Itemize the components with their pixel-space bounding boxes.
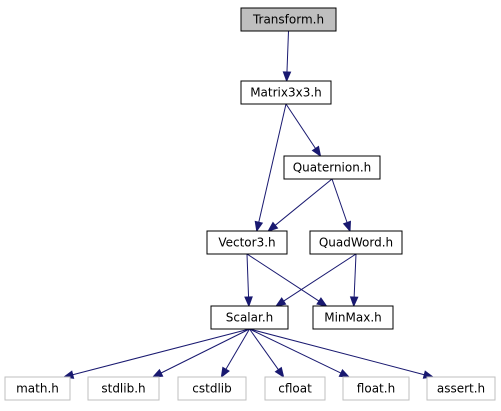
edge-quadword-to-minmax bbox=[349, 253, 359, 308]
node-stdlib-label: stdlib.h bbox=[101, 382, 145, 396]
edge-scalar-to-cstdlib bbox=[220, 328, 250, 379]
edge-scalar-to-math bbox=[62, 328, 250, 379]
node-assert-label: assert.h bbox=[437, 382, 485, 396]
node-minmax-label: MinMax.h bbox=[324, 311, 382, 325]
node-float-label: float.h bbox=[357, 382, 395, 396]
arrowhead bbox=[244, 296, 253, 308]
node-quadword[interactable]: QuadWord.h bbox=[309, 230, 403, 255]
node-scalar-label: Scalar.h bbox=[226, 311, 274, 325]
node-matrix3x3[interactable]: Matrix3x3.h bbox=[240, 80, 332, 105]
node-cfloat-label: cfloat bbox=[278, 382, 312, 396]
node-float[interactable]: float.h bbox=[342, 376, 410, 401]
arrowhead bbox=[282, 71, 292, 83]
node-cstdlib[interactable]: cstdlib bbox=[177, 376, 247, 401]
arrowhead bbox=[274, 366, 285, 379]
edge-matrix3x3-to-vector3 bbox=[254, 103, 287, 233]
arrowhead bbox=[220, 366, 230, 379]
edge-vector3-to-minmax bbox=[246, 253, 328, 307]
arrowhead bbox=[254, 220, 264, 233]
edge-transform-to-matrix3x3 bbox=[282, 30, 292, 83]
arrowhead bbox=[349, 296, 359, 308]
arrowhead bbox=[274, 297, 287, 307]
node-assert[interactable]: assert.h bbox=[426, 376, 496, 401]
edge-vector3-to-scalar bbox=[244, 253, 253, 308]
node-stdlib[interactable]: stdlib.h bbox=[87, 376, 160, 401]
edge-matrix3x3-to-quaternion bbox=[285, 103, 322, 158]
arrowhead bbox=[338, 368, 351, 378]
arrowhead bbox=[151, 368, 164, 378]
node-quadword-label: QuadWord.h bbox=[319, 236, 393, 250]
edge-scalar-to-float bbox=[249, 328, 351, 378]
arrowhead bbox=[316, 297, 328, 307]
edge-quaternion-to-vector3 bbox=[267, 178, 333, 232]
node-minmax[interactable]: MinMax.h bbox=[312, 305, 394, 330]
node-math[interactable]: math.h bbox=[4, 376, 71, 401]
node-matrix3x3-label: Matrix3x3.h bbox=[250, 86, 322, 100]
node-scalar[interactable]: Scalar.h bbox=[210, 305, 289, 330]
node-cstdlib-label: cstdlib bbox=[192, 382, 231, 396]
edge-quadword-to-scalar bbox=[274, 253, 357, 307]
node-transform[interactable]: Transform.h bbox=[240, 7, 337, 32]
node-quaternion-label: Quaternion.h bbox=[293, 161, 372, 175]
node-math-label: math.h bbox=[16, 382, 59, 396]
arrowhead bbox=[342, 220, 351, 233]
node-cfloat[interactable]: cfloat bbox=[264, 376, 326, 401]
arrowhead bbox=[267, 221, 279, 232]
edge-scalar-to-cfloat bbox=[249, 328, 285, 379]
node-vector3[interactable]: Vector3.h bbox=[206, 230, 288, 255]
edge-quaternion-to-quadword bbox=[331, 178, 351, 233]
edges-layer bbox=[62, 30, 435, 379]
node-quaternion[interactable]: Quaternion.h bbox=[283, 155, 381, 180]
arrowhead bbox=[311, 145, 322, 158]
node-vector3-label: Vector3.h bbox=[218, 236, 275, 250]
node-transform-label: Transform.h bbox=[252, 13, 324, 27]
